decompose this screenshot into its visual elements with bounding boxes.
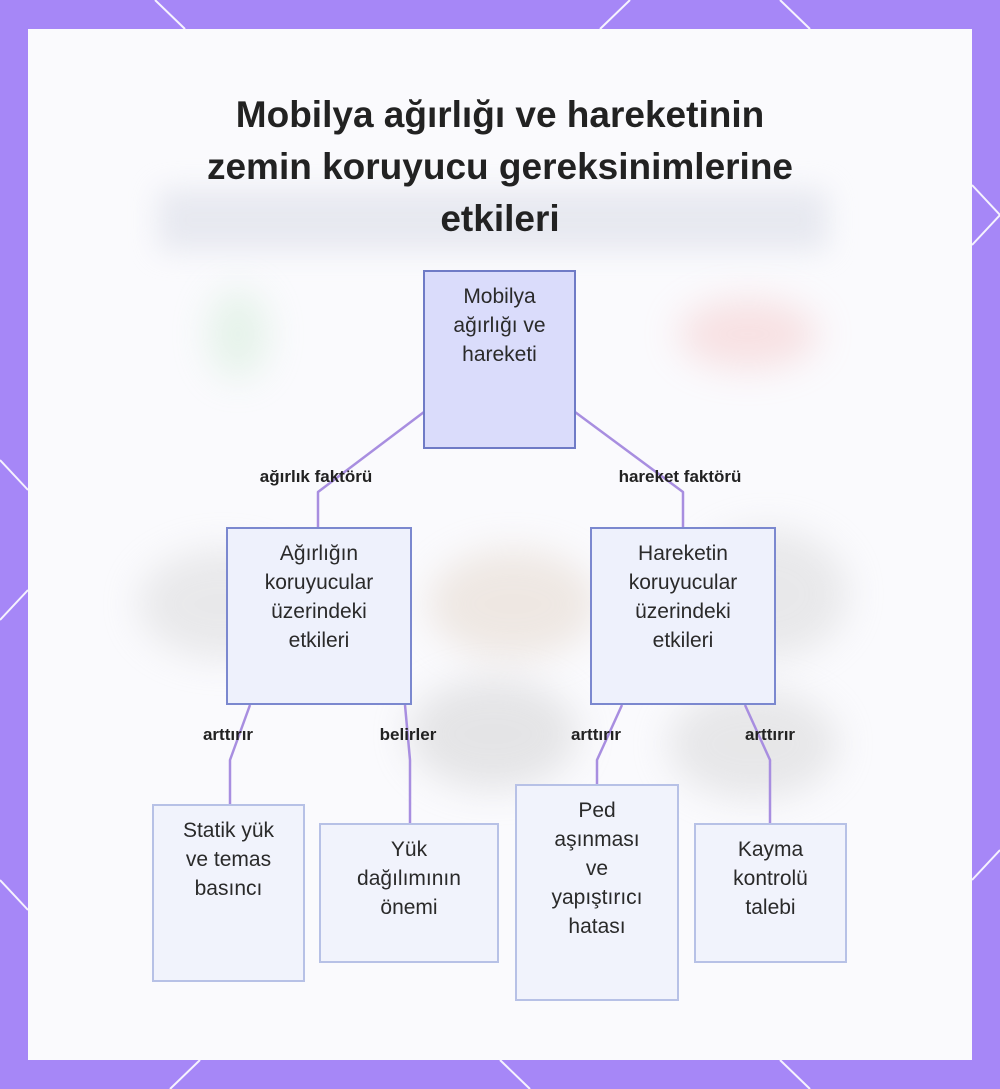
node-text: ve temas [185, 848, 272, 871]
edge-label-increases: arttırır [570, 725, 622, 744]
node-text: Ped [578, 799, 616, 822]
edge-label-movement-factor: hareket faktörü [618, 467, 742, 486]
edge-label-increases: arttırır [744, 725, 796, 744]
node-text: etkileri [652, 629, 714, 652]
node-text: aşınması [554, 828, 640, 851]
edge-root-weight [316, 411, 425, 527]
node-text: ağırlığı ve [453, 314, 546, 337]
title-line: Mobilya ağırlığı ve hareketinin [235, 94, 765, 135]
node-text: Hareketin [638, 542, 728, 565]
node-weight-effects: Ağırlığın koruyucular üzerindeki etkiler… [226, 527, 412, 705]
node-text: üzerindeki [271, 600, 367, 623]
node-text: dağılımının [357, 867, 461, 890]
edge-root-movement [574, 410, 685, 527]
node-text: Yük [390, 838, 428, 861]
edge-label-weight-factor: ağırlık faktörü [259, 467, 373, 486]
edge-label-determines: belirler [379, 725, 437, 744]
title-line: zemin koruyucu gereksinimlerine [206, 146, 794, 187]
node-load-distribution: Yük dağılımının önemi [319, 823, 499, 963]
node-text: önemi [380, 896, 438, 919]
node-movement-effects: Hareketin koruyucular üzerindeki etkiler… [590, 527, 776, 705]
background-blur-shape [678, 299, 818, 369]
background-blur-band [158, 189, 828, 251]
node-pad-wear: Ped aşınması ve yapıştırıcı hatası [515, 784, 679, 1001]
node-text: Ağırlığın [279, 542, 359, 565]
node-furniture-weight-movement: Mobilya ağırlığı ve hareketi [423, 270, 576, 449]
node-text: ve [585, 857, 609, 880]
node-text: üzerindeki [635, 600, 731, 623]
edge-label-increases: arttırır [202, 725, 254, 744]
node-static-load: Statik yük ve temas basıncı [152, 804, 305, 982]
edge-weight-static [228, 704, 252, 804]
edge-movement-pad [595, 704, 624, 784]
node-text: koruyucular [628, 571, 738, 594]
edge-movement-slide [743, 704, 772, 823]
node-text: Mobilya [463, 285, 536, 308]
node-text: yapıştırıcı [551, 886, 643, 909]
node-text: Kayma [737, 838, 804, 861]
background-blur-shape [208, 289, 268, 379]
node-text: kontrolü [733, 867, 808, 890]
page-title: Mobilya ağırlığı ve hareketinin zemin ko… [28, 89, 972, 245]
node-text: hareketi [462, 343, 537, 366]
background-blur-shape [668, 689, 838, 799]
node-text: talebi [745, 896, 796, 919]
background-blur-shape [408, 679, 578, 789]
background-blur-shape [428, 549, 598, 659]
node-text: etkileri [288, 629, 350, 652]
node-text: hatası [568, 915, 626, 938]
node-text: koruyucular [264, 571, 374, 594]
node-text: basıncı [194, 877, 263, 900]
node-slide-control: Kayma kontrolü talebi [694, 823, 847, 963]
node-text: Statik yük [182, 819, 275, 842]
title-line: etkileri [440, 198, 560, 239]
edge-weight-distribution [403, 704, 412, 823]
